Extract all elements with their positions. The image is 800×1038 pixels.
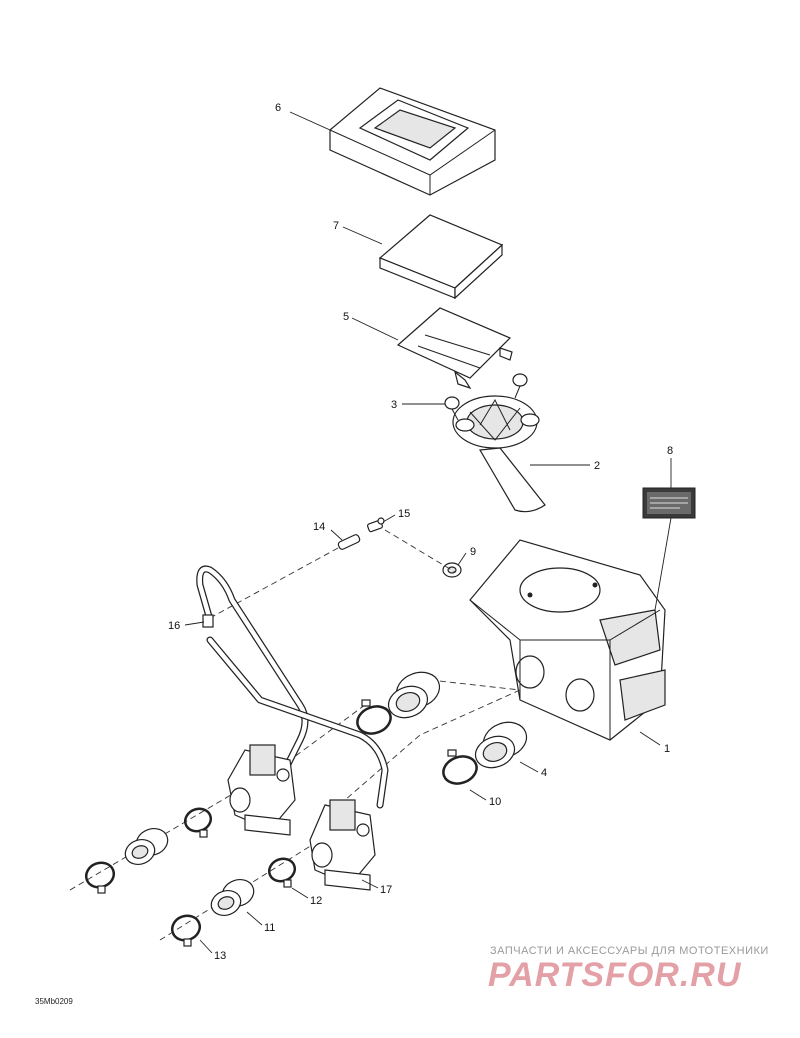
part-9-grommet bbox=[442, 562, 462, 578]
part-1-air-silencer bbox=[469, 539, 666, 741]
leader-lines bbox=[184, 111, 672, 954]
part-13-clamp bbox=[170, 914, 202, 947]
part-4-adaptor-lower bbox=[474, 721, 528, 769]
part-16-vent-hose bbox=[196, 565, 389, 809]
part-12-clamp bbox=[267, 857, 297, 888]
drawing-code: 35Mb0209 bbox=[35, 997, 73, 1006]
callout-11: 11 bbox=[264, 922, 275, 934]
callout-13: 13 bbox=[214, 950, 226, 962]
callout-numbers: 6 7 5 3 2 8 9 14 15 16 1 4 10 17 12 11 1… bbox=[168, 102, 673, 962]
part-12-clamp-upper bbox=[183, 807, 213, 838]
assembly-guide-lines bbox=[69, 529, 521, 941]
part-7-filter-pad bbox=[378, 214, 504, 300]
part-4-adaptor-upper bbox=[387, 671, 441, 719]
callout-9: 9 bbox=[470, 546, 476, 558]
part-10-clamp-lower bbox=[442, 749, 478, 785]
part-17-carburetor-left bbox=[227, 744, 296, 836]
callout-5: 5 bbox=[343, 311, 349, 323]
part-13-clamp-upper bbox=[84, 861, 116, 894]
callout-8: 8 bbox=[667, 445, 673, 457]
part-5-support-plate bbox=[396, 307, 513, 390]
part-6-top-frame bbox=[329, 87, 496, 196]
callout-15: 15 bbox=[398, 508, 410, 520]
part-2-intake-funnel bbox=[452, 395, 546, 513]
watermark-tagline: ЗАПЧАСТИ И АКСЕССУАРЫ ДЛЯ МОТОТЕХНИКИ bbox=[490, 945, 769, 957]
callout-1: 1 bbox=[664, 743, 670, 755]
part-8-label bbox=[642, 487, 696, 519]
part-3-plug bbox=[444, 373, 528, 421]
part-15-elbow bbox=[367, 517, 385, 533]
callout-16: 16 bbox=[168, 620, 180, 632]
part-17-carburetor-right bbox=[309, 799, 376, 891]
callout-17: 17 bbox=[380, 884, 392, 896]
callout-12: 12 bbox=[310, 895, 322, 907]
callout-2: 2 bbox=[594, 460, 600, 472]
callout-10: 10 bbox=[489, 796, 501, 808]
callout-4: 4 bbox=[541, 767, 547, 779]
callout-14: 14 bbox=[313, 521, 325, 533]
callout-7: 7 bbox=[333, 220, 339, 232]
part-11-sleeve bbox=[210, 879, 255, 916]
callout-6: 6 bbox=[275, 102, 281, 114]
part-14-fitting bbox=[337, 534, 361, 550]
watermark-logo: PARTSFOR.RU bbox=[488, 956, 742, 994]
part-10-clamp-upper bbox=[356, 699, 392, 735]
callout-3: 3 bbox=[391, 399, 397, 411]
part-11-sleeve-upper bbox=[124, 828, 169, 865]
